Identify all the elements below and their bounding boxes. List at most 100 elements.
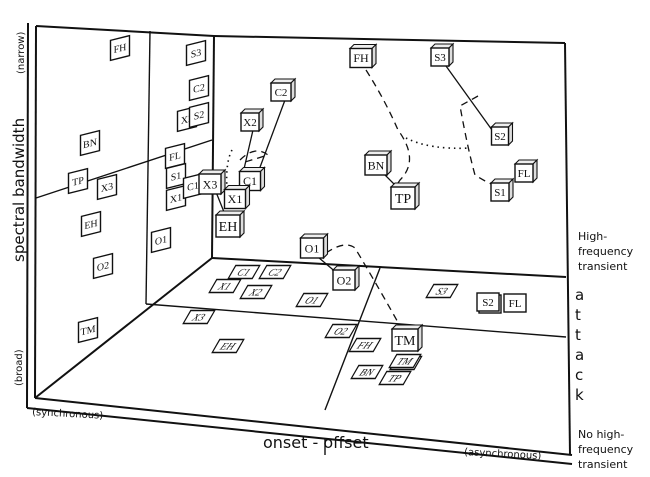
- floor-projection-tm: TM: [388, 353, 423, 371]
- vertical-axis-bottom-label: (broad): [14, 349, 25, 386]
- label-text: FL: [509, 298, 522, 310]
- cube-label: EH: [219, 220, 238, 235]
- horizontal-axis-right-label: (asynchronous): [464, 447, 542, 462]
- label-box: [67, 167, 89, 195]
- floor-projection-tp: TP: [378, 370, 412, 386]
- left-wall-projection-tp: TP: [67, 167, 89, 195]
- label-text: X3: [189, 312, 208, 323]
- label-box: [239, 284, 273, 300]
- depth-axis-letter: a: [575, 286, 584, 304]
- label-text: S1: [171, 170, 182, 183]
- cube-front-face: [198, 173, 222, 195]
- label-text: X1: [170, 192, 182, 206]
- label-box: [324, 323, 358, 339]
- cube-o2: O2: [331, 264, 361, 292]
- cube-label: S2: [494, 131, 506, 143]
- link-o1-tm-dashed: [325, 244, 401, 327]
- label-text: EH: [84, 218, 98, 232]
- depth-low-label: transient: [578, 458, 628, 471]
- label-text: X2: [246, 287, 265, 298]
- label-box: [258, 264, 292, 280]
- label-text: EH: [217, 341, 239, 352]
- vertical-axis-title: spectral bandwidth: [10, 118, 28, 262]
- vertical-axis-top-label: (narrow): [16, 32, 27, 74]
- floor-projection-x3: X3: [182, 309, 216, 325]
- depth-axis-letter: t: [575, 326, 581, 344]
- label-box: [388, 353, 422, 369]
- cube-front-face: [391, 328, 419, 352]
- cube-c2: C2: [269, 77, 297, 103]
- label-box: [109, 34, 131, 62]
- cube-label: X1: [228, 192, 243, 206]
- cube-label: S3: [434, 52, 446, 64]
- floor-projection-bn: BN: [350, 364, 384, 380]
- left-wall-projection-eh: EH: [80, 210, 102, 238]
- cube-x2: X2: [239, 107, 265, 133]
- depth-high-label: frequency: [578, 245, 634, 258]
- cube-front-face: [215, 214, 241, 238]
- left-wall-projection-o1: O1: [150, 226, 172, 254]
- cube-label: X3: [203, 177, 218, 191]
- label-text: BN: [83, 137, 98, 151]
- cube-front-face: [349, 47, 373, 69]
- box-frame: [26, 22, 573, 465]
- floor-projection-x2: X2: [239, 284, 273, 300]
- floor-projection-c2: C2: [258, 264, 292, 280]
- floor-left-edge: [34, 257, 213, 399]
- floor-projection-o1: O1: [295, 292, 329, 308]
- cube-label: TP: [395, 192, 412, 207]
- label-box: [182, 309, 216, 325]
- label-box: [208, 278, 242, 294]
- link-s3-s2: [445, 65, 493, 131]
- depth-low-label: No high-: [578, 428, 624, 441]
- label-text: X1: [215, 281, 233, 292]
- floor-projection-s2: S2: [476, 292, 502, 314]
- cube-label: FH: [353, 51, 369, 65]
- depth-axis-letter: c: [575, 366, 583, 384]
- cube-front-face: [240, 112, 260, 132]
- label-box: [348, 337, 382, 353]
- label-box: [80, 210, 102, 238]
- label-box: [185, 39, 207, 67]
- outer-vertical-axis-line: [26, 22, 29, 409]
- cube-x3: X3: [197, 168, 227, 196]
- label-box: [378, 370, 412, 386]
- label-box: [350, 364, 384, 380]
- label-box: [295, 292, 329, 308]
- cube-front-face: [490, 126, 510, 146]
- label-text: BN: [357, 367, 377, 378]
- depth-axis-letter: t: [575, 306, 581, 324]
- label-text: C2: [193, 82, 205, 96]
- left-wall-projection-o2: O2: [92, 252, 114, 280]
- depth-axis-letter: a: [575, 346, 584, 364]
- cube-front-face: [270, 82, 292, 102]
- label-text: TM: [394, 356, 415, 367]
- cube-front-face: [490, 182, 510, 202]
- label-box: [227, 264, 261, 280]
- label-text: X3: [101, 181, 113, 195]
- floor-projection-c1: C1: [227, 264, 261, 280]
- floor-depth-divider: [145, 303, 567, 338]
- cube-label: S1: [494, 187, 506, 199]
- cube-label: C2: [275, 87, 288, 99]
- back-corner-edge: [211, 35, 215, 259]
- cube-label: O1: [305, 241, 320, 255]
- cube-label: BN: [368, 158, 385, 172]
- outer-horizontal-axis-line: [26, 407, 573, 465]
- floor-back-edge: [211, 257, 567, 278]
- label-box: [96, 173, 118, 201]
- axis-labels: spectral bandwidth(narrow)(broad)onset -…: [10, 32, 634, 471]
- label-box: [92, 252, 114, 280]
- label-text: S3: [433, 286, 450, 297]
- left-wall-front-edge: [34, 25, 37, 399]
- label-text: FH: [354, 340, 376, 351]
- depth-high-label: transient: [578, 260, 628, 273]
- floor-projection-fl: FL: [503, 293, 527, 313]
- cube-label: X2: [243, 117, 256, 129]
- label-text: C2: [265, 267, 284, 278]
- label-text: TP: [385, 373, 403, 384]
- label-text: O2: [331, 326, 350, 337]
- label-text: FL: [169, 150, 181, 164]
- label-text: C1: [234, 267, 252, 278]
